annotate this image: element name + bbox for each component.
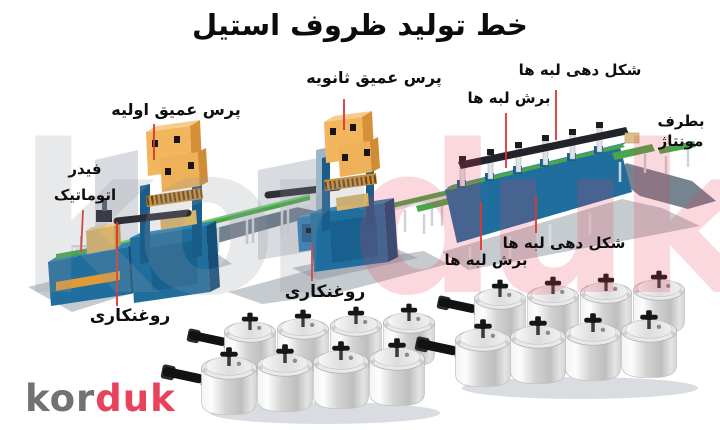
korduk-logo: korduk <box>25 380 176 417</box>
support-legs <box>468 213 592 268</box>
pressure-cookers-left <box>160 303 440 424</box>
leader-lines <box>80 90 557 306</box>
leader-line-feeder <box>80 209 84 253</box>
label-feeder-line1: فیدر <box>68 160 102 178</box>
top-rail <box>458 127 629 169</box>
label-oiling-middle: روغنکاری <box>284 282 366 302</box>
feeder-machine <box>48 200 141 306</box>
label-primary-press: پرس عمیق اولیه <box>111 100 241 119</box>
exit-table <box>612 132 696 182</box>
press-bolts <box>152 136 194 175</box>
label-edge-cutting-bottom: برش لبه ها <box>444 251 528 269</box>
transfer-conveyor <box>388 190 448 232</box>
label-edge-cutting-top: برش لبه ها <box>467 89 551 107</box>
label-oiling-left: روغنکاری <box>89 306 171 326</box>
label-to-assembly: بطرف مونتاژ <box>650 111 712 151</box>
label-edge-forming-bottom: شکل دهی لبه ها <box>502 234 626 252</box>
label-to-assembly-line1: بطرف <box>657 112 705 130</box>
edge-forming-machine <box>416 122 696 268</box>
primary-press-machine <box>130 120 220 303</box>
logo-gray-part: kor <box>25 377 96 420</box>
label-to-assembly-line2: مونتاژ <box>658 132 704 150</box>
secondary-press-machine <box>310 111 398 272</box>
label-secondary-press: پرس عمیق ثانویه <box>306 68 442 87</box>
label-edge-forming-top: شکل دهی لبه ها <box>518 61 642 79</box>
pressure-cookers-right <box>414 270 698 399</box>
logo-red-part: duk <box>95 377 176 420</box>
label-feeder-line2: اتوماتیک <box>53 186 117 204</box>
diagram-title: خط تولید ظروف استیل <box>192 8 528 42</box>
